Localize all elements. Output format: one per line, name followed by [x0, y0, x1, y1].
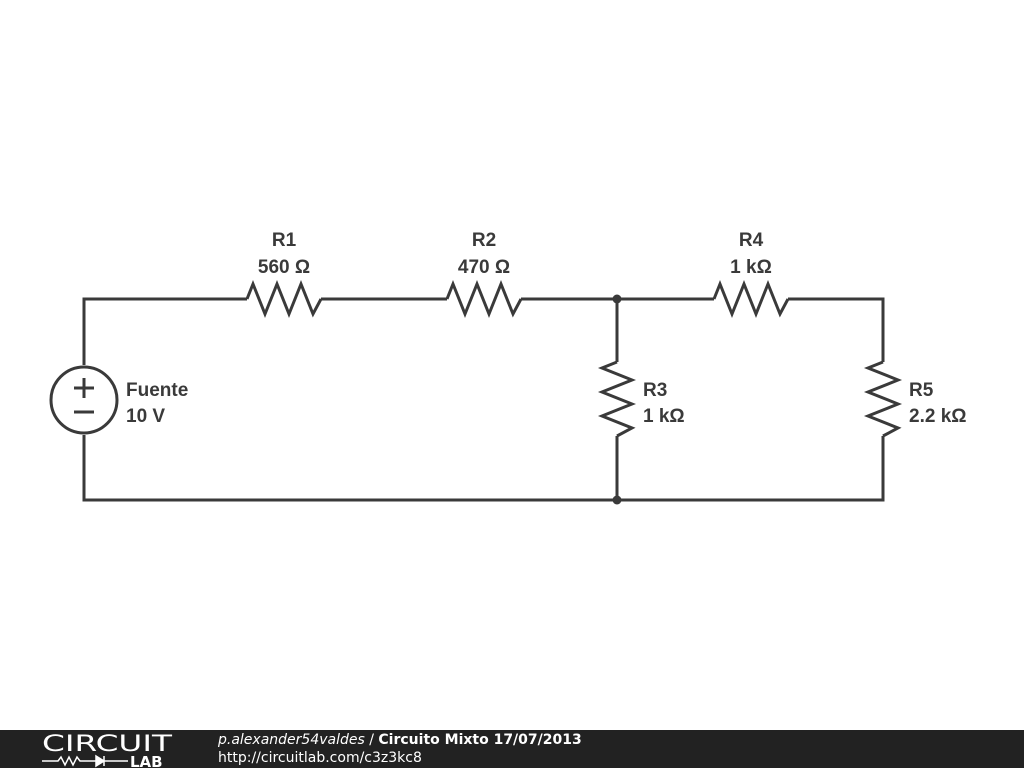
author-link[interactable]: p.alexander54valdes [218, 732, 365, 748]
r4-name: R4 [739, 230, 764, 251]
r5-name: R5 [909, 380, 934, 401]
r4-value: 1 kΩ [730, 257, 772, 278]
source-name: Fuente [126, 380, 188, 401]
wire-bottom [82, 435, 885, 502]
footer-credit: p.alexander54valdes / Circuito Mixto 17/… [218, 731, 582, 749]
resistor-r1 [245, 279, 323, 319]
r3-name: R3 [643, 380, 667, 401]
r2-value: 470 Ω [458, 257, 510, 278]
logo-resistor-icon [42, 755, 96, 767]
junction-node-top [612, 294, 622, 304]
junction-node-bottom [612, 495, 622, 505]
r1-value: 560 Ω [258, 257, 310, 278]
resistor-r3 [597, 360, 637, 438]
resistor-r2 [445, 279, 523, 319]
circuit-title[interactable]: Circuito Mixto 17/07/2013 [378, 732, 582, 748]
resistor-r4 [712, 279, 790, 319]
footer-bar: CIRCUIT LAB p.alexander54valdes / Circui… [0, 730, 1024, 768]
logo-diode-icon [95, 754, 128, 768]
circuitlab-logo[interactable]: CIRCUIT LAB [0, 730, 200, 768]
wire-top-left [82, 297, 247, 365]
circuit-url-link[interactable]: http://circuitlab.com/c3z3kc8 [218, 750, 422, 766]
resistor-r5 [863, 360, 903, 438]
voltage-source [49, 365, 119, 435]
circuit-schematic: R1 560 Ω R2 470 Ω R4 1 kΩ R3 1 kΩ R5 2.2… [49, 230, 967, 505]
logo-text-circuit: CIRCUIT [42, 732, 173, 757]
footer-separator: / [364, 732, 379, 748]
wire-r4-r5 [788, 297, 885, 362]
r1-name: R1 [272, 230, 297, 251]
r5-value: 2.2 kΩ [909, 406, 967, 427]
logo-text-lab: LAB [130, 753, 163, 768]
r3-value: 1 kΩ [643, 406, 685, 427]
source-value: 10 V [126, 406, 165, 427]
r2-name: R2 [472, 230, 496, 251]
